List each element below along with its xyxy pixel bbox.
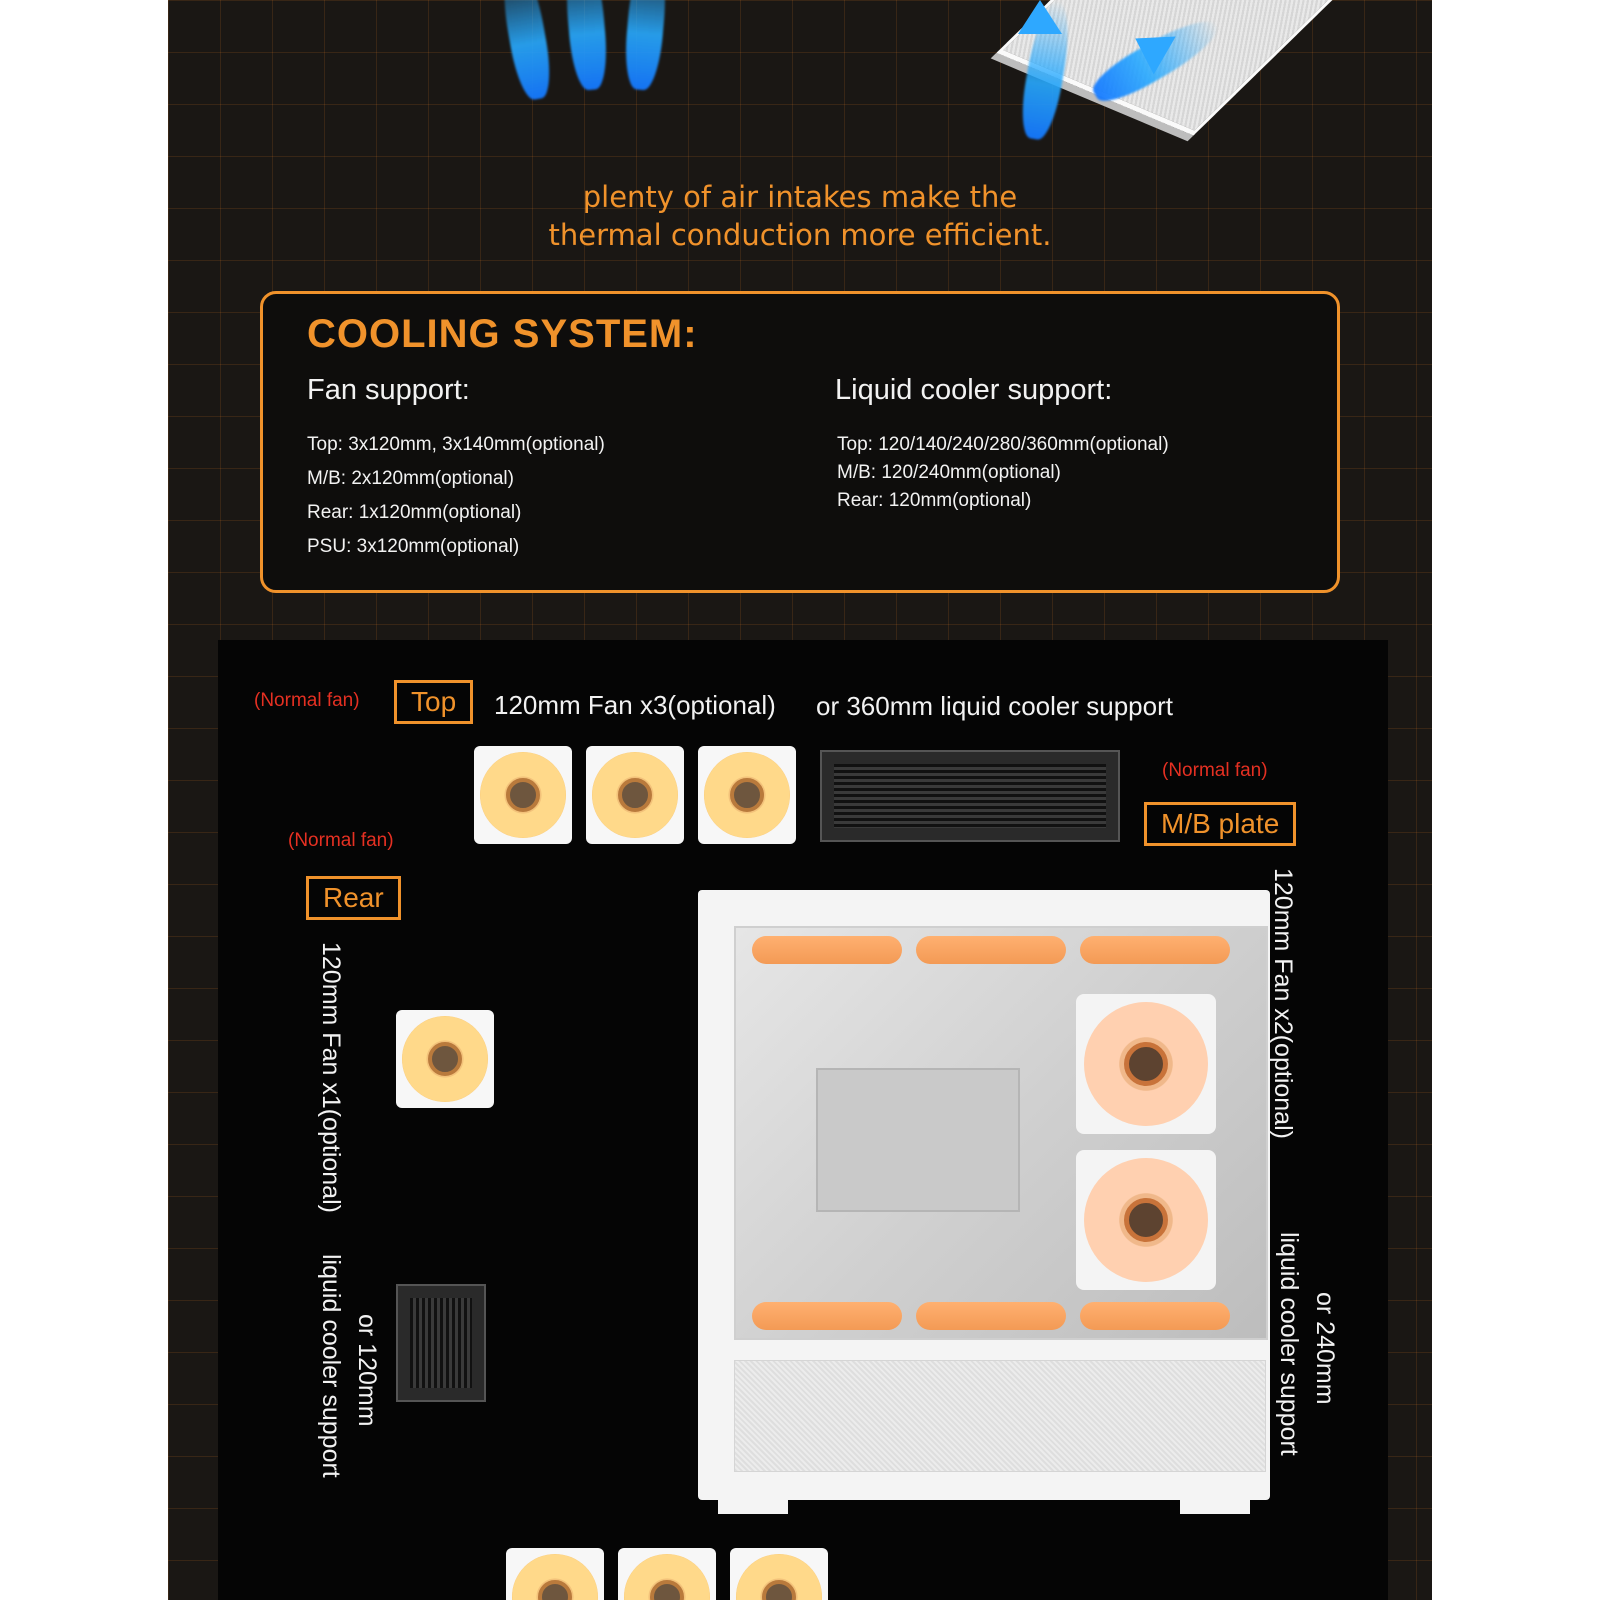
cooling-system-box: COOLING SYSTEM: Fan support: Top: 3x120m… (260, 291, 1340, 593)
rear-liquid-label-1: or 120mm (353, 1314, 381, 1427)
liquid-support-list: Top: 120/140/240/280/360mm(optional) M/B… (837, 434, 1169, 518)
mb-normal-fan-note: (Normal fan) (1162, 760, 1268, 781)
mb-liquid-label-2: liquid cooler support (1275, 1232, 1303, 1456)
case-glass-panel (734, 926, 1268, 1340)
fan-icon (1080, 1302, 1230, 1330)
fan-icon (474, 746, 572, 844)
fan-icon (618, 1548, 716, 1600)
case-foot (718, 1494, 788, 1514)
rear-fan-label: 120mm Fan x1(optional) (317, 942, 345, 1213)
fan-icon (916, 936, 1066, 964)
rear-tag: Rear (306, 876, 401, 920)
fan-icon (1076, 994, 1216, 1134)
mb-plate-tag: M/B plate (1144, 802, 1297, 846)
mb-liquid-label-1: or 240mm (1311, 1292, 1339, 1405)
cooling-layout-diagram: (Normal fan) Top 120mm Fan x3(optional) … (218, 640, 1388, 1600)
motherboard-tray (816, 1068, 1020, 1212)
fan-support-list: Top: 3x120mm, 3x140mm(optional) M/B: 2x1… (307, 434, 605, 570)
fan-support-item: M/B: 2x120mm(optional) (307, 468, 514, 489)
cooling-system-title: COOLING SYSTEM: (307, 312, 698, 356)
fan-icon (586, 746, 684, 844)
top-tag: Top (394, 680, 474, 724)
airflow-arrow-icon (1018, 0, 1062, 34)
fan-icon (1076, 1150, 1216, 1290)
radiator-icon (820, 750, 1120, 842)
top-fan-label: 120mm Fan x3(optional) (494, 690, 776, 720)
case-foot (1180, 1494, 1250, 1514)
radiator-icon (396, 1284, 486, 1402)
tagline-line-2: thermal conduction more efficient. (548, 218, 1052, 252)
liquid-support-heading: Liquid cooler support: (835, 374, 1113, 406)
tagline-line-1: plenty of air intakes make the (582, 180, 1018, 214)
liquid-support-item: Rear: 120mm(optional) (837, 490, 1032, 511)
rear-liquid-label-2: liquid cooler support (317, 1254, 345, 1478)
fan-icon (506, 1548, 604, 1600)
fan-icon (730, 1548, 828, 1600)
fan-icon (396, 1010, 494, 1108)
product-page-canvas: plenty of air intakes make the thermal c… (168, 0, 1432, 1600)
fan-support-heading: Fan support: (307, 374, 470, 406)
airflow-arrow-icon (496, 0, 556, 103)
top-liquid-label: or 360mm liquid cooler support (816, 691, 1173, 721)
fan-support-item: Top: 3x120mm, 3x140mm(optional) (307, 434, 605, 455)
mb-fan-label: 120mm Fan x2(optional) (1269, 868, 1297, 1139)
fan-icon (752, 936, 902, 964)
pc-case-illustration (698, 890, 1270, 1514)
rear-normal-fan-note: (Normal fan) (288, 830, 394, 851)
top-normal-fan-note: (Normal fan) (254, 690, 360, 711)
airflow-arrow-icon (621, 0, 671, 92)
liquid-support-item: M/B: 120/240mm(optional) (837, 462, 1061, 483)
fan-icon (698, 746, 796, 844)
fan-icon (752, 1302, 902, 1330)
liquid-support-item: Top: 120/140/240/280/360mm(optional) (837, 434, 1169, 455)
fan-support-item: Rear: 1x120mm(optional) (307, 502, 522, 523)
fan-icon (1080, 936, 1230, 964)
psu-shroud-mesh (734, 1360, 1266, 1472)
hero-airflow-illustration (496, 0, 1348, 150)
fan-icon (916, 1302, 1066, 1330)
tagline: plenty of air intakes make the thermal c… (168, 178, 1432, 254)
fan-support-item: PSU: 3x120mm(optional) (307, 536, 520, 557)
airflow-arrow-icon (561, 0, 611, 92)
